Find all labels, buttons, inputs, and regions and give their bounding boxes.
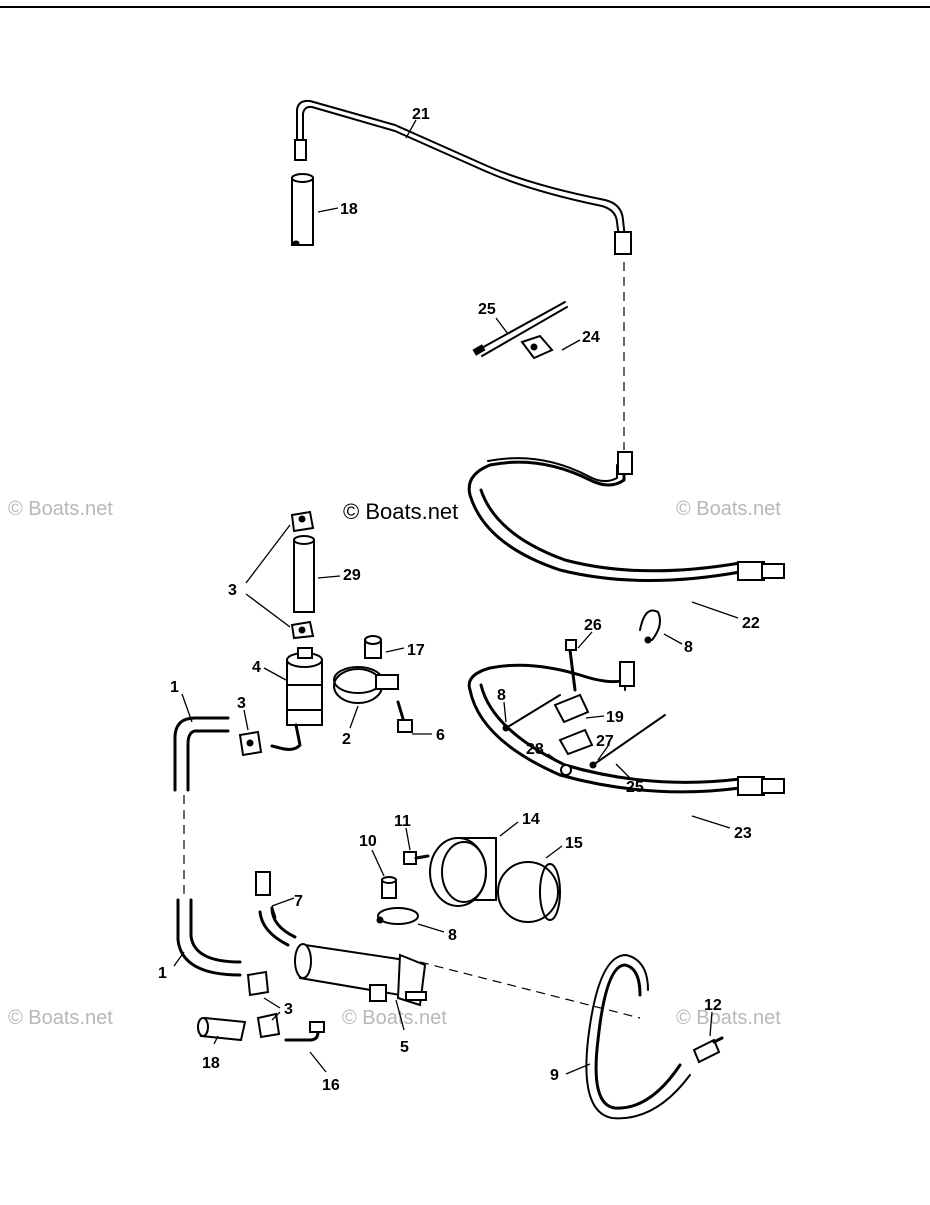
callout-18-upper: 18 [340, 201, 358, 218]
callout-19: 19 [606, 709, 624, 726]
callout-8-upper: 8 [684, 639, 693, 656]
watermark-right-low: © Boats.net [676, 1007, 781, 1029]
strap-25-lower [589, 714, 666, 769]
clamp-8-upper [639, 609, 661, 644]
callout-1-lower: 1 [158, 965, 167, 982]
callout-14: 14 [522, 811, 540, 828]
assembly-line-5-9 [419, 961, 641, 1019]
bolt-6 [396, 700, 413, 733]
callout-11: 11 [394, 813, 411, 830]
callout-18-lower: 18 [202, 1055, 220, 1072]
callout-1-upper: 1 [170, 679, 179, 696]
clamp-3-lower [246, 970, 281, 1039]
sleeve-15 [497, 861, 561, 923]
watermark-main: © Boats.net [343, 499, 458, 524]
bracket-14 [429, 837, 497, 907]
hose-1-lower [176, 898, 242, 977]
callout-3-lower: 3 [284, 1001, 293, 1018]
clamp-19 [553, 693, 594, 756]
callout-3-upper: 3 [228, 582, 237, 599]
callout-16: 16 [322, 1077, 340, 1094]
callout-4: 4 [252, 659, 261, 676]
fitting-16 [284, 1021, 325, 1042]
callout-25-lower: 25 [626, 779, 644, 796]
clamp-3-lower-ring [290, 620, 315, 640]
callout-9: 9 [550, 1067, 559, 1084]
callout-21: 21 [412, 106, 430, 123]
callout-29: 29 [343, 567, 361, 584]
bushing-10 [381, 876, 397, 899]
tube-21 [294, 99, 632, 255]
watermark-center-low: © Boats.net [342, 1007, 447, 1029]
callout-3-mid: 3 [237, 695, 246, 712]
callout-7: 7 [294, 893, 303, 910]
callout-27: 27 [596, 733, 614, 750]
clamp-8-lower [376, 907, 419, 925]
callout-17: 17 [407, 642, 425, 659]
hose-18-upper [291, 173, 314, 246]
hose-18-lower [197, 1016, 247, 1042]
callout-22: 22 [742, 615, 760, 632]
strap-8-mid [502, 694, 561, 732]
callouts: 21 18 25 24 3 29 17 4 1 3 2 6 22 26 8 8 [158, 106, 760, 1094]
callout-8-mid: 8 [497, 687, 506, 704]
tube-29 [293, 535, 315, 613]
callout-24: 24 [582, 329, 600, 346]
bolt-26 [565, 639, 577, 692]
callout-2: 2 [342, 731, 351, 748]
callout-12: 12 [704, 997, 722, 1014]
callout-26: 26 [584, 617, 602, 634]
hose-1-upper [173, 716, 230, 792]
callout-6: 6 [436, 727, 445, 744]
hose-23 [467, 661, 785, 796]
callout-15: 15 [565, 835, 583, 852]
hose-7 [255, 871, 297, 947]
callout-8-lower: 8 [448, 927, 457, 944]
watermark-left-mid: © Boats.net [8, 498, 113, 520]
filter-4 [270, 647, 323, 751]
hose-22 [467, 451, 785, 582]
watermark-left-low: © Boats.net [8, 1007, 113, 1029]
clamp-3-upper [290, 510, 315, 533]
watermark-right-mid: © Boats.net [676, 498, 781, 520]
clip-24 [520, 334, 554, 360]
callout-28: 28 [526, 741, 544, 758]
callout-5: 5 [400, 1039, 409, 1056]
bolt-11 [403, 851, 430, 865]
callout-25-upper: 25 [478, 301, 496, 318]
nut-28 [560, 764, 572, 776]
callout-23: 23 [734, 825, 752, 842]
clamp-3-mid [238, 730, 263, 757]
bushing-17 [364, 635, 382, 659]
filter-5 [294, 943, 427, 1007]
callout-10: 10 [359, 833, 377, 850]
hose-9 [585, 954, 691, 1120]
strap-25-upper [472, 301, 568, 357]
fitting-12 [692, 1036, 724, 1064]
bracket-2 [333, 666, 399, 704]
